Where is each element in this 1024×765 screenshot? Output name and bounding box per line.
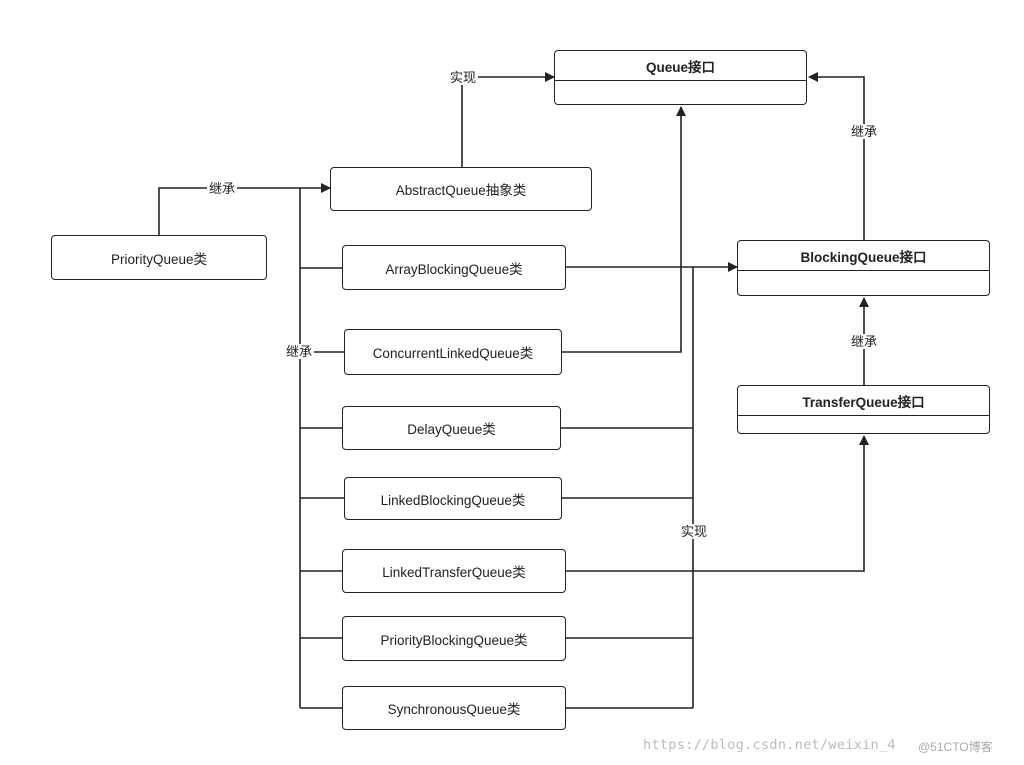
synchronous-queue-label: SynchronousQueue类 — [387, 702, 521, 717]
priority-blocking-queue-label: PriorityBlockingQueue类 — [380, 632, 528, 648]
concurrent-linked-queue-box: ConcurrentLinkedQueue类 — [344, 329, 562, 375]
delay-queue-box: DelayQueue类 — [342, 406, 561, 450]
queue-interface-box: Queue接口 — [554, 50, 807, 105]
implements-label-bus: 实现 — [679, 524, 710, 539]
priority-queue-label: PriorityQueue类 — [110, 251, 208, 267]
transfer-queue-interface-box: TransferQueue接口 — [737, 385, 990, 434]
extends-label-transfer: 继承 — [849, 334, 880, 349]
extends-label-priority: 继承 — [207, 181, 238, 196]
array-blocking-queue-label: ArrayBlockingQueue类 — [385, 261, 523, 277]
linked-transfer-queue-label: LinkedTransferQueue类 — [382, 565, 526, 580]
edge-concurrent-to-queue — [562, 106, 686, 353]
blocking-queue-interface-box: BlockingQueue接口 — [737, 240, 990, 296]
linked-blocking-queue-label: LinkedBlockingQueue类 — [380, 492, 526, 508]
abstract-queue-label: AbstractQueue抽象类 — [395, 183, 527, 198]
queue-interface-title: Queue接口 — [555, 51, 806, 81]
edge-priority-to-abstract — [158, 183, 331, 235]
transfer-queue-interface-title: TransferQueue接口 — [738, 386, 989, 416]
array-blocking-queue-box: ArrayBlockingQueue类 — [342, 245, 566, 290]
concurrent-linked-queue-label: ConcurrentLinkedQueue类 — [372, 346, 534, 361]
abstract-queue-box: AbstractQueue抽象类 — [330, 167, 592, 211]
delay-queue-label: DelayQueue类 — [407, 422, 496, 437]
edge-blocking-to-queue — [808, 72, 865, 240]
priority-queue-box: PriorityQueue类 — [51, 235, 267, 280]
watermark-brand: @51CTO博客 — [918, 740, 993, 754]
edge-abstract-to-queue — [461, 72, 555, 167]
blocking-queue-interface-title: BlockingQueue接口 — [738, 241, 989, 271]
priority-blocking-queue-box: PriorityBlockingQueue类 — [342, 616, 566, 661]
implements-label-top: 实现 — [448, 70, 479, 85]
linked-blocking-queue-box: LinkedBlockingQueue类 — [344, 477, 562, 520]
extends-label-bus: 继承 — [284, 344, 315, 359]
extends-label-blocking: 继承 — [849, 124, 880, 139]
linked-transfer-queue-box: LinkedTransferQueue类 — [342, 549, 566, 593]
synchronous-queue-box: SynchronousQueue类 — [342, 686, 566, 730]
watermark-url: https://blog.csdn.net/weixin_4 — [643, 737, 896, 753]
edge-linkedtransfer-to-transfer — [566, 435, 869, 572]
